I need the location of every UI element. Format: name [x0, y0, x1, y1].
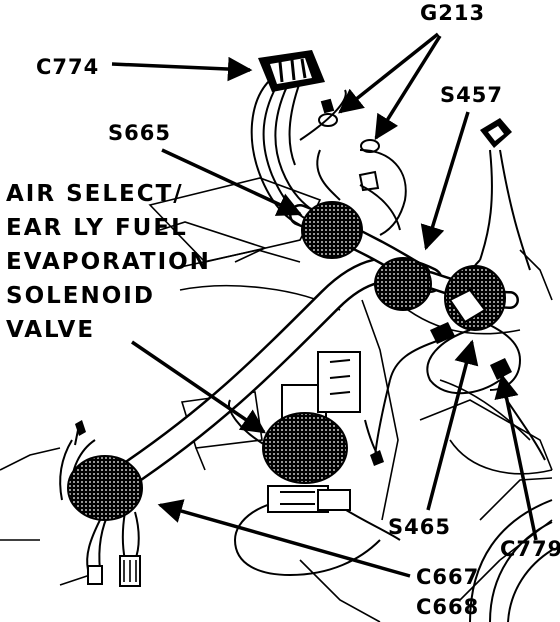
caption-line-2: EAR LY FUEL: [6, 215, 188, 241]
labels: C774 G213 S457 S665 S465 C779 C667 C668 …: [6, 1, 560, 619]
arrow-c667-c668: [157, 499, 411, 578]
label-c667: C667: [416, 565, 479, 589]
arrow-c779: [494, 373, 538, 541]
label-s465: S465: [388, 515, 451, 539]
label-s457: S457: [440, 83, 503, 107]
arrow-g213-b: [374, 35, 442, 141]
label-g213: G213: [420, 1, 485, 25]
connector-c774: [258, 50, 325, 92]
splice-s457: [374, 257, 432, 311]
caption-line-3: EVAPORATION: [6, 249, 211, 275]
splice-s665: [301, 201, 363, 259]
arrow-solenoid: [131, 340, 267, 434]
arrow-s457: [420, 111, 470, 251]
connector-upper-right: [480, 118, 512, 148]
caption-line-4: SOLENOID: [6, 283, 155, 309]
caption-line-5: VALVE: [6, 317, 95, 343]
engine-background: [0, 177, 553, 622]
leader-arrows: [111, 32, 538, 578]
label-s665: S665: [108, 121, 171, 145]
solenoid-valve: [262, 351, 384, 513]
ground-g213: [318, 98, 380, 192]
arrow-s665: [161, 148, 303, 216]
connector-c667-c668: [67, 420, 143, 587]
label-c774: C774: [36, 55, 99, 79]
throttle-housing: [469, 499, 553, 622]
label-c779: C779: [500, 537, 560, 561]
caption-line-1: AIR SELECT/: [6, 181, 184, 207]
label-c668: C668: [416, 595, 479, 619]
arrow-s465: [426, 339, 479, 511]
arrow-g213-a: [338, 32, 440, 114]
arrow-c774: [111, 56, 253, 82]
